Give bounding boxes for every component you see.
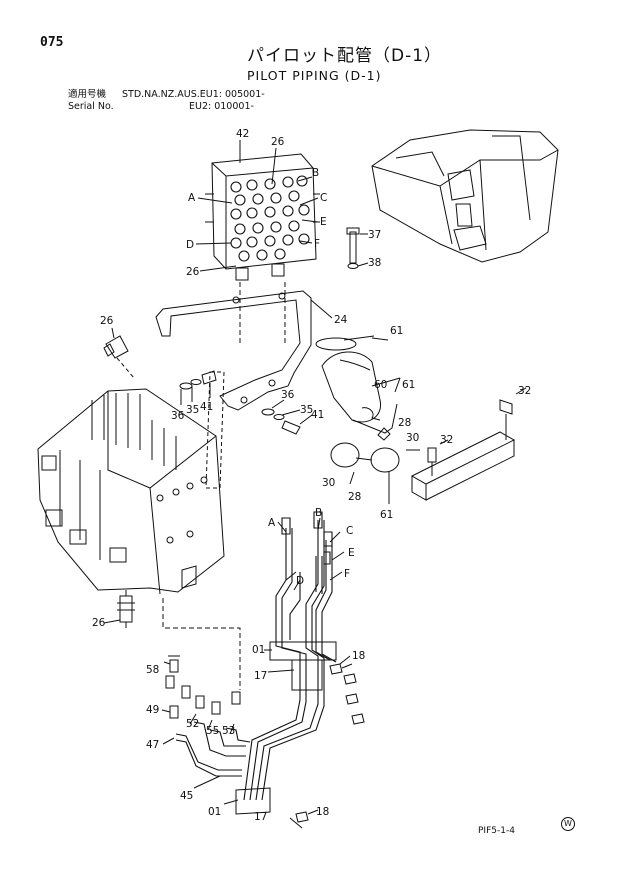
callout-26: 26 [271,136,285,148]
callout-30: 30 [406,432,419,444]
callout-d: D [186,239,194,251]
callout-38: 38 [368,257,381,269]
control-valve-body [37,388,225,595]
callout-f-tube: F [344,568,350,580]
callout-17: 17 [254,670,267,682]
page-number: 075 [40,35,64,50]
callout-b-tube: B [315,507,322,519]
callout-60: 60 [374,379,387,391]
callout-28: 28 [398,417,411,429]
callout-32: 32 [518,385,531,397]
callout-36: 36 [171,410,185,422]
callout-49: 49 [146,704,159,716]
watermark-w-icon: W [561,817,575,831]
callout-37: 37 [368,229,381,241]
callout-42: 42 [236,128,249,140]
callout-32-b: 32 [440,434,453,446]
right-bracket [410,399,516,501]
callout-36-b: 36 [281,389,295,401]
serial-range-eu2: EU2: 010001- [189,101,254,112]
mounting-bracket [155,290,312,411]
callout-55: 55 [206,725,219,737]
callout-61-b: 61 [402,379,415,391]
serial-label-english: Serial No. [68,101,114,112]
callout-18-b: 18 [316,806,329,818]
callout-35: 35 [186,404,199,416]
callout-24: 24 [334,314,348,326]
callout-e-tube: E [348,547,355,559]
callout-28-b: 28 [348,491,361,503]
callout-45: 45 [180,790,193,802]
callout-a: A [188,192,196,204]
hose-and-clamps [315,335,400,473]
callout-c: C [320,192,327,204]
callout-35-b: 35 [300,404,313,416]
pilot-tube-bundle [175,511,337,801]
callout-01-b: 01 [208,806,221,818]
callout-61: 61 [390,325,403,337]
pilot-valve-block [205,153,320,281]
callout-53: 53 [222,725,235,737]
callout-52: 52 [186,718,199,730]
callout-b: B [312,167,319,179]
callout-d-tube: D [296,575,304,587]
cab-overview [371,129,559,263]
callout-a-tube: A [268,517,276,529]
callout-41: 41 [200,401,213,413]
callout-58: 58 [146,664,159,676]
serial-range-std: STD.NA.NZ.AUS.EU1: 005001- [122,89,265,100]
drawing-code: PIF5-1-4 [478,826,515,836]
callout-c-tube: C [346,525,353,537]
callout-e: E [320,216,327,228]
page-title-japanese: パイロット配管（D-1） [247,46,443,66]
callout-17-b: 17 [254,811,267,823]
callout-26-b: 26 [186,266,200,278]
page-title-english: PILOT PIPING (D-1) [247,68,382,83]
callout-01: 01 [252,644,265,656]
callout-26-c: 26 [100,315,114,327]
callout-f: F [314,238,320,250]
callout-26-d: 26 [92,617,106,629]
callout-30-b: 30 [322,477,335,489]
callout-61-c: 61 [380,509,393,521]
serial-label-japanese: 適用号機 [68,89,107,100]
callout-41-b: 41 [311,409,324,421]
callout-18: 18 [352,650,365,662]
callout-47: 47 [146,739,159,751]
